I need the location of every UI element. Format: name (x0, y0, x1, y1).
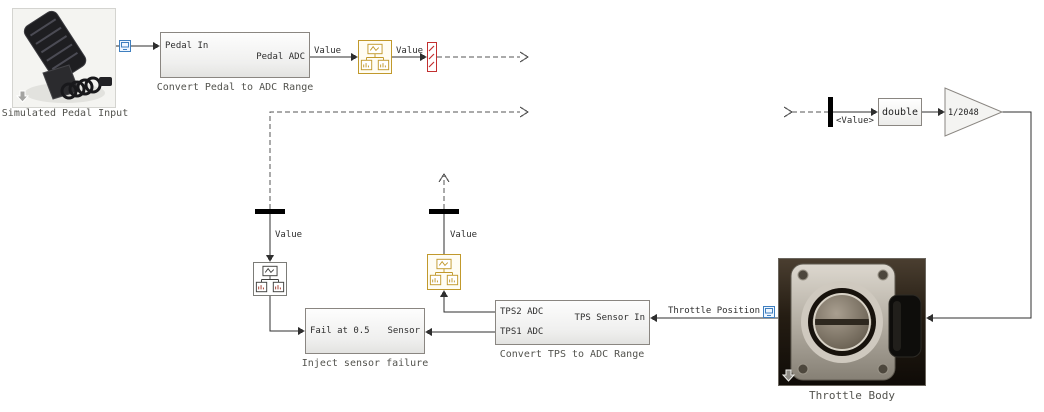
port-label-tps2-adc: TPS2 ADC (500, 307, 544, 317)
wire-bar-to-double[interactable] (833, 108, 878, 116)
port-label-fail-at: Fail at 0.5 (310, 326, 370, 336)
wire-tps1-to-inject[interactable] (425, 328, 495, 336)
wire-tps2-to-tap2[interactable] (440, 290, 495, 313)
throttle-body-caption: Throttle Body (808, 389, 896, 402)
junction-bar-right[interactable] (828, 97, 833, 127)
port-label-pedal-in: Pedal In (165, 41, 209, 51)
wire-gain-to-throttle[interactable] (926, 111, 1032, 322)
probe-block-gray[interactable] (253, 262, 287, 296)
wire-bar-to-probe[interactable] (266, 214, 274, 262)
wire-dashed-pedal-branch[interactable] (437, 51, 530, 63)
image-anchor-icon[interactable] (16, 90, 29, 103)
red-hatched-block[interactable] (427, 42, 437, 72)
inject-sensor-failure-block[interactable]: Fail at 0.5 Sensor (305, 308, 425, 354)
wire-dashed-value-source[interactable] (783, 106, 828, 118)
signal-label-value-1: Value (314, 46, 342, 56)
pedal-block-caption: Simulated Pedal Input (1, 108, 129, 119)
port-label-sensor: Sensor (387, 326, 420, 336)
signal-label-bus-element: <Value> (836, 116, 874, 126)
gain-value-label: 1/2048 (948, 108, 979, 118)
signal-label-value-2: Value (396, 46, 424, 56)
inject-failure-caption: Inject sensor failure (301, 358, 429, 369)
pedal-photo (13, 9, 115, 107)
throttle-body-photo (779, 259, 925, 385)
simulated-pedal-input-block[interactable] (12, 8, 116, 108)
convert-pedal-block[interactable]: Pedal In Pedal ADC (160, 32, 310, 78)
convert-tps-caption: Convert TPS to ADC Range (499, 349, 645, 360)
throttle-body-block[interactable] (778, 258, 926, 386)
data-type-conversion-block[interactable]: double (878, 98, 922, 126)
port-label-tps-sensor-in: TPS Sensor In (574, 313, 645, 323)
junction-bar-mid[interactable] (429, 209, 459, 214)
signal-label-throttle-position: Throttle Position (667, 306, 761, 316)
wire-dashed-left-branch[interactable] (269, 106, 530, 209)
fault-tap-block-2[interactable] (427, 254, 461, 290)
fault-tap-block-1[interactable] (358, 40, 392, 74)
junction-bar-left[interactable] (255, 209, 285, 214)
image-anchor-icon-2[interactable] (782, 369, 795, 382)
wire-double-to-gain[interactable] (922, 108, 945, 116)
port-label-tps1-adc: TPS1 ADC (500, 327, 544, 337)
convert-tps-block[interactable]: TPS2 ADC TPS1 ADC TPS Sensor In (495, 300, 650, 345)
wire-dashed-mid-branch[interactable] (438, 172, 450, 209)
io-badge-icon-2[interactable] (763, 306, 775, 318)
io-badge-icon[interactable] (119, 40, 131, 52)
convert-pedal-caption: Convert Pedal to ADC Range (156, 82, 314, 93)
gain-block[interactable]: 1/2048 (943, 86, 1005, 138)
signal-label-value-3: Value (275, 230, 303, 240)
wire-probe-to-inject[interactable] (269, 296, 305, 335)
data-type-label: double (881, 106, 919, 118)
port-label-pedal-adc: Pedal ADC (256, 52, 305, 62)
signal-label-value-4: Value (450, 230, 478, 240)
